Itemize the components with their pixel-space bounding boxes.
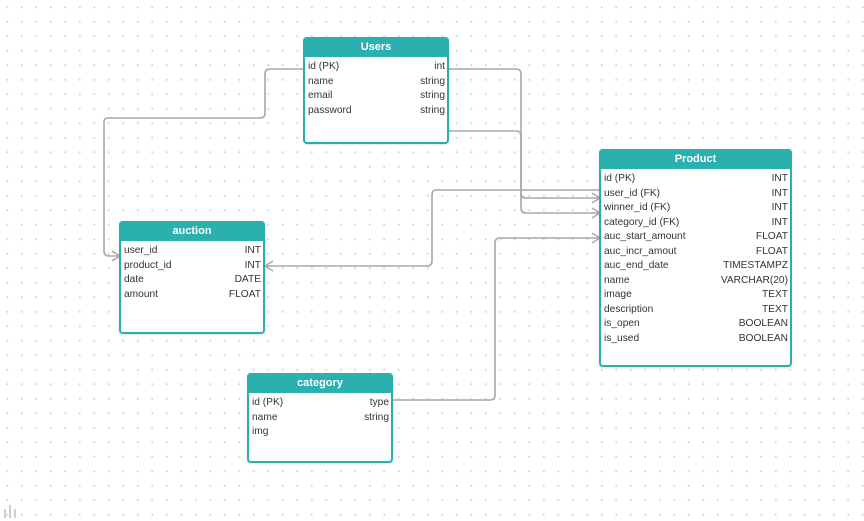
column-name: is_open [604, 318, 640, 329]
column-name: auc_end_date [604, 260, 669, 271]
column-name: date [124, 274, 144, 285]
table-title[interactable]: category [247, 373, 393, 393]
column-name: user_id [124, 245, 158, 256]
column-type: INT [244, 259, 261, 271]
column-name: password [308, 104, 352, 116]
crow-foot-auction-product-id [263, 260, 274, 272]
column-row[interactable]: product_id INT [124, 259, 261, 274]
column-name: id (PK) [252, 397, 284, 408]
app-watermark-icon [3, 504, 19, 518]
column-name: winner_id (FK) [604, 202, 671, 213]
table-product[interactable]: Product id (PK) INT user_id (FK) INT winne… [599, 149, 792, 367]
table-title[interactable]: Users [303, 37, 449, 57]
column-name: image [604, 289, 632, 300]
connector-category-product[interactable] [393, 237, 600, 401]
column-name: category_id (FK) [604, 216, 680, 228]
column-type: INT [771, 202, 788, 213]
column-row[interactable]: id (PK) type [252, 396, 389, 411]
column-name: auc_incr_amout [604, 245, 677, 257]
column-name: user_id (FK) [604, 187, 661, 199]
column-row[interactable]: amount FLOAT [124, 288, 261, 303]
column-type: INT [771, 187, 788, 199]
column-type: TEXT [761, 289, 788, 300]
column-row[interactable]: user_id (FK) INT [604, 187, 788, 202]
table-columns: id (PK) int name string email string passwo… [305, 57, 447, 118]
column-type: VARCHAR(20) [720, 274, 788, 286]
column-type: int [434, 61, 445, 72]
column-row[interactable]: auc_start_amount FLOAT [604, 230, 788, 245]
column-row[interactable]: date DATE [124, 273, 261, 288]
column-name: amount [124, 288, 158, 300]
column-type: FLOAT [228, 288, 261, 300]
table-category[interactable]: category id (PK) type name string img [247, 373, 393, 463]
column-row[interactable]: category_id (FK) INT [604, 216, 788, 231]
column-name: id (PK) [604, 173, 636, 184]
column-name: img [252, 426, 269, 437]
column-row[interactable]: password string [308, 104, 445, 119]
column-row[interactable]: auc_incr_amout FLOAT [604, 245, 788, 260]
column-name: email [308, 90, 333, 101]
column-row[interactable]: img [252, 425, 389, 440]
column-row[interactable]: auc_end_date TIMESTAMPZ [604, 259, 788, 274]
column-type: BOOLEAN [738, 332, 788, 344]
column-type: INT [771, 173, 788, 184]
connector-users-product-winner[interactable] [449, 68, 600, 214]
column-row[interactable]: name VARCHAR(20) [604, 274, 788, 289]
table-title[interactable]: auction [119, 221, 265, 241]
column-type: INT [244, 245, 261, 256]
table-title[interactable]: Product [599, 149, 792, 169]
column-type: TIMESTAMPZ [723, 260, 788, 271]
column-row[interactable]: winner_id (FK) INT [604, 201, 788, 216]
table-users[interactable]: Users id (PK) int name string email string … [303, 37, 449, 144]
column-type: string [420, 104, 445, 116]
column-name: name [604, 274, 630, 286]
connector-users-product-user[interactable] [449, 130, 600, 199]
column-type: string [420, 75, 445, 87]
column-row[interactable]: user_id INT [124, 244, 261, 259]
column-name: description [604, 303, 654, 315]
connector-product-auction[interactable] [265, 189, 600, 267]
column-row[interactable]: email string [308, 89, 445, 104]
column-row[interactable]: name string [252, 411, 389, 426]
column-type: FLOAT [755, 245, 788, 257]
column-name: name [308, 75, 334, 87]
column-name: is_used [604, 332, 640, 344]
column-type: FLOAT [755, 231, 788, 242]
column-type: DATE [234, 274, 261, 285]
column-type: BOOLEAN [738, 318, 788, 329]
column-type: string [364, 411, 389, 423]
column-row[interactable]: is_used BOOLEAN [604, 332, 788, 347]
table-columns: id (PK) type name string img [249, 393, 391, 440]
column-name: product_id [124, 259, 172, 271]
column-row[interactable]: image TEXT [604, 288, 788, 303]
column-name: auc_start_amount [604, 231, 686, 242]
column-row[interactable]: id (PK) INT [604, 172, 788, 187]
column-type: type [369, 397, 389, 408]
column-type: INT [771, 216, 788, 228]
column-type: TEXT [761, 303, 788, 315]
column-row[interactable]: is_open BOOLEAN [604, 317, 788, 332]
column-row[interactable]: name string [308, 75, 445, 90]
column-name: id (PK) [308, 61, 340, 72]
table-columns: id (PK) INT user_id (FK) INT winner_id (FK… [601, 169, 790, 346]
column-row[interactable]: id (PK) int [308, 60, 445, 75]
column-type: string [420, 90, 445, 101]
column-row[interactable]: description TEXT [604, 303, 788, 318]
column-name: name [252, 411, 278, 423]
